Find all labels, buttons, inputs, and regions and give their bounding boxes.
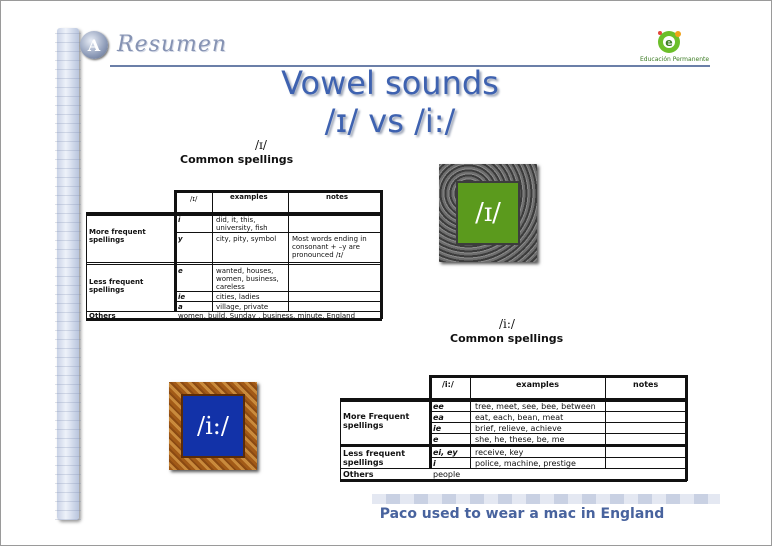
short-i-tile: /ɪ/ <box>439 164 537 262</box>
edu-logo-text: Educación Permanente <box>640 56 710 63</box>
examples-cell: receive, key <box>475 448 524 457</box>
others-value: people <box>433 470 461 479</box>
spelling-cell: y <box>178 235 183 243</box>
short-i-tile-label: /ɪ/ <box>456 181 520 245</box>
examples-cell: village, private <box>216 303 269 311</box>
footer-decorative-band <box>372 494 720 504</box>
examples-cell: did, it, this, university, fish <box>216 216 268 232</box>
spelling-cell: e <box>178 267 183 275</box>
examples-cell: police, machine, prestige <box>475 459 576 468</box>
resumen-logo-icon: A <box>80 31 108 59</box>
examples-cell: cities, ladies <box>216 293 260 301</box>
educacion-permanente-logo-icon: e <box>658 31 681 53</box>
examples-cell: wanted, houses, women, business, careles… <box>216 267 279 291</box>
spelling-cell: ie <box>433 424 442 433</box>
examples-cell: city, pity, symbol <box>216 235 277 243</box>
title-line-1: Vowel sounds <box>281 64 499 102</box>
others-value: women, build, Sunday , business, minute,… <box>178 312 356 319</box>
spelling-cell: a <box>178 303 183 311</box>
header-cell-examples: examples <box>230 193 268 201</box>
title-line-2: /ɪ/ vs /i:/ <box>324 102 456 140</box>
others-label: Others <box>89 312 116 320</box>
group-label: More Frequent spellings <box>343 412 410 430</box>
spelling-cell: i <box>433 459 436 468</box>
section2-symbol: /i:/ <box>499 317 515 331</box>
spelling-cell: ea <box>433 413 444 422</box>
spelling-cell: ie <box>178 293 186 301</box>
section2-heading: Common spellings <box>450 332 564 345</box>
header-cell-notes: notes <box>633 380 659 389</box>
section1-heading: Common spellings <box>180 153 294 166</box>
notes-cell: Most words ending in consonant + –y are … <box>292 235 367 259</box>
left-decorative-bar <box>55 28 81 520</box>
page-title: Vowel sounds /ɪ/ vs /i:/ <box>180 64 600 140</box>
spelling-table-short-i: /ɪ/ examples notes More frequent spellin… <box>86 190 383 321</box>
long-i-tile: /i:/ <box>169 382 257 470</box>
others-label: Others <box>343 470 374 479</box>
spelling-cell: i <box>178 216 181 224</box>
group-label: Less frequent spellings <box>343 449 406 467</box>
examples-cell: tree, meet, see, bee, between <box>475 402 596 411</box>
examples-cell: brief, relieve, achieve <box>475 424 562 433</box>
examples-cell: eat, each, bean, meat <box>475 413 564 422</box>
spelling-cell: e <box>433 435 439 444</box>
header-cell-examples: examples <box>516 380 559 389</box>
spelling-cell: ee <box>433 402 444 411</box>
spelling-cell: ei, ey <box>433 448 458 457</box>
header-cell-notes: notes <box>326 193 349 201</box>
header-cell-symbol: /i:/ <box>442 380 454 389</box>
examples-cell: she, he, these, be, me <box>475 435 565 444</box>
footer-caption: Paco used to wear a mac in England <box>379 506 665 522</box>
spelling-table-long-i: /i:/ examples notes More Frequent spelli… <box>340 375 688 482</box>
brand-title: Resumen <box>117 32 228 57</box>
long-i-tile-label: /i:/ <box>181 394 245 458</box>
group-label: Less frequent spellings <box>89 278 144 294</box>
section1-symbol: /ɪ/ <box>255 138 267 152</box>
header-cell-symbol: /ɪ/ <box>190 195 198 203</box>
svg-text:e: e <box>665 36 672 49</box>
group-label: More frequent spellings <box>89 228 146 244</box>
header-divider <box>110 65 710 67</box>
